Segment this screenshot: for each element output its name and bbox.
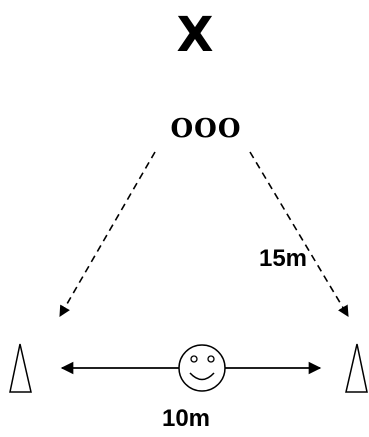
cone-icon [9, 343, 32, 393]
base-distance-label: 10m [162, 405, 210, 432]
group-label: OOO [171, 114, 242, 144]
cone-icon [345, 343, 368, 393]
top-x-marker: X [176, 7, 213, 63]
smiley-face-icon [178, 344, 226, 392]
left-diagonal-arrow [59, 151, 156, 317]
right-diagonal-arrow [249, 151, 349, 317]
diagonal-distance-label: 15m [259, 245, 307, 272]
